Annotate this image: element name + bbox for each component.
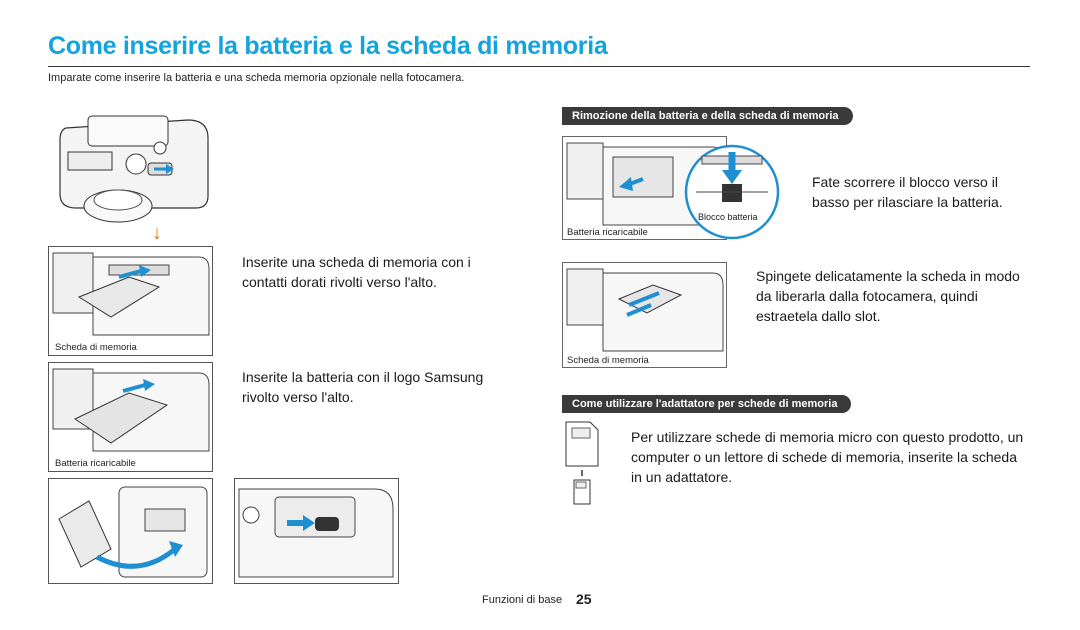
camera-open-illustration (48, 108, 218, 226)
adapter-text: Per utilizzare schede di memoria micro c… (631, 429, 1024, 485)
page-title: Come inserire la batteria e la scheda di… (48, 32, 608, 60)
card-removal-text: Spingete delicatamente la scheda in modo… (756, 268, 1020, 324)
section-banner-adapter: Come utilizzare l'adattatore per schede … (562, 395, 852, 413)
sd-adapter-icon (562, 420, 602, 508)
title-divider (48, 66, 1030, 67)
page-number: 25 (576, 591, 592, 607)
memory-card-insert-illustration: Scheda di memoria (48, 246, 213, 356)
battery-insert-illustration: Batteria ricaricabile (48, 362, 213, 472)
battery-lock-label: Blocco batteria (698, 212, 758, 222)
battery-removal-text: Fate scorrere il blocco verso il basso p… (812, 174, 1003, 210)
card-removal-illustration: Scheda di memoria (562, 262, 727, 368)
lock-cover-illustration (234, 478, 399, 584)
section-banner-removal: Rimozione della batteria e della scheda … (562, 107, 853, 125)
close-cover-illustration (48, 478, 213, 584)
memory-card-caption: Scheda di memoria (55, 342, 137, 353)
card-removal-caption: Scheda di memoria (567, 355, 649, 366)
down-arrow-icon: ↓ (152, 222, 162, 244)
battery-caption: Batteria ricaricabile (55, 458, 136, 469)
step1-text: Inserite una scheda di memoria con i con… (242, 254, 471, 290)
battery-lock-zoom: Blocco batteria (684, 142, 780, 242)
step2-text: Inserite la batteria con il logo Samsung… (242, 369, 484, 405)
battery-removal-caption: Batteria ricaricabile (567, 227, 648, 238)
intro-text: Imparate come inserire la batteria e una… (48, 72, 465, 84)
footer-section-label: Funzioni di base (482, 594, 563, 606)
